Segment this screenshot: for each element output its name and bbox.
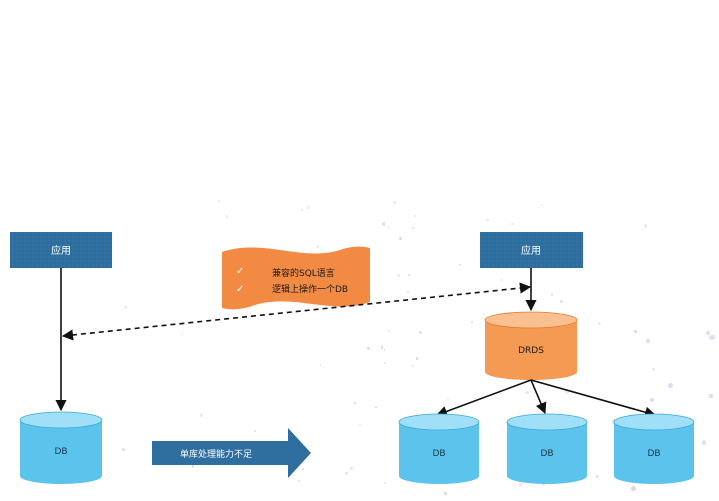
drds-cylinder: DRDS <box>484 311 578 380</box>
background-dot <box>709 394 713 398</box>
background-dot <box>359 423 361 426</box>
background-dot <box>551 294 553 296</box>
background-dot <box>300 208 304 212</box>
background-dot <box>447 398 450 401</box>
background-dot <box>375 406 377 409</box>
left-db-cylinder: DB <box>19 411 103 484</box>
background-dot <box>630 485 637 492</box>
drds-label: DRDS <box>518 346 544 356</box>
left-app-label: 应用 <box>51 244 71 257</box>
background-dot <box>367 346 371 350</box>
background-dot <box>444 492 448 495</box>
background-dot <box>411 365 414 368</box>
banner-line-1: 兼容的SQL语言 <box>272 267 335 279</box>
background-dot <box>387 226 390 229</box>
background-dot <box>667 382 673 389</box>
background-dot <box>559 299 563 303</box>
background-dot <box>646 338 650 343</box>
background-dot <box>344 472 349 476</box>
background-dot <box>701 440 707 446</box>
right-app-box: 应用 <box>480 232 583 268</box>
capacity-arrow: 单库处理能力不足 <box>152 428 311 478</box>
background-dot <box>706 331 711 336</box>
shard-db-3: DB <box>613 413 695 484</box>
background-dot <box>297 479 300 482</box>
background-dot <box>399 236 403 240</box>
shard-db-1: DB <box>398 413 480 484</box>
background-dot <box>413 215 416 218</box>
check-icon: ✓ <box>236 266 244 277</box>
shard-db-1-label: DB <box>432 449 445 459</box>
background-dot <box>458 263 462 267</box>
background-dot <box>199 413 204 417</box>
background-dot <box>253 430 256 432</box>
background-dot <box>511 222 514 226</box>
background-dot <box>392 201 396 204</box>
background-dot <box>415 357 419 360</box>
background-dot <box>383 349 386 352</box>
equivalence-dashed-arrow <box>61 282 532 341</box>
drds-to-db-3-arrow <box>530 379 657 418</box>
background-dot <box>408 273 411 277</box>
background-dot <box>319 364 322 366</box>
background-dot <box>652 367 656 371</box>
background-dot <box>224 214 229 219</box>
background-dot <box>500 279 503 282</box>
background-dot <box>486 218 489 222</box>
shard-db-2: DB <box>506 413 588 484</box>
left-app-box: 应用 <box>10 232 112 268</box>
shard-db-2-label: DB <box>540 449 553 459</box>
background-dot <box>709 334 715 341</box>
drds-to-db-1-arrow <box>435 379 532 417</box>
right-app-label: 应用 <box>521 244 541 257</box>
background-dot <box>649 398 655 403</box>
background-dot <box>540 203 543 206</box>
background-dot <box>217 200 220 202</box>
background-dot <box>634 330 638 334</box>
background-dot <box>541 483 545 487</box>
background-dot <box>349 467 354 471</box>
background-dot <box>301 467 304 471</box>
background-dot <box>518 483 523 487</box>
background-dot <box>316 245 319 248</box>
background-dot <box>564 388 570 394</box>
background-dot <box>380 346 384 349</box>
check-icon: ✓ <box>236 284 244 295</box>
background-dot <box>381 222 386 226</box>
background-dot <box>597 321 601 325</box>
banner-line-2: 逻辑上操作一个DB <box>272 283 348 295</box>
background-dot <box>525 390 529 395</box>
background-dot <box>384 481 387 484</box>
shard-db-3-label: DB <box>647 449 660 459</box>
background-dot <box>383 362 386 364</box>
capacity-arrow-label: 单库处理能力不足 <box>180 448 252 460</box>
background-dot <box>644 224 648 228</box>
drds-to-db-2-arrow <box>530 379 547 415</box>
background-dot <box>595 474 599 479</box>
background-dot <box>191 465 195 468</box>
background-dot <box>396 274 400 278</box>
background-dot <box>121 448 125 452</box>
left-db-label: DB <box>54 447 67 457</box>
background-dot <box>412 227 414 229</box>
background-dot <box>307 206 310 209</box>
background-dot <box>354 402 357 405</box>
feature-banner: ✓ ✓ 兼容的SQL语言 逻辑上操作一个DB <box>222 246 370 310</box>
